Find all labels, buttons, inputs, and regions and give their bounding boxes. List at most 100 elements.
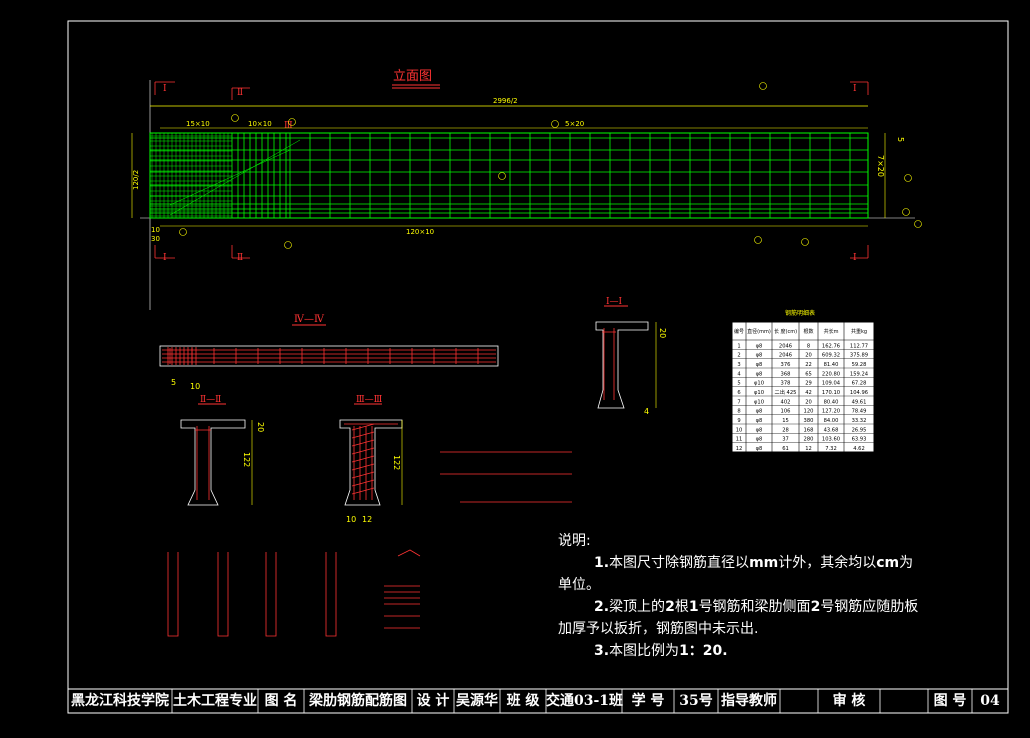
dim-120x10: 120×10 (406, 228, 434, 236)
secIV-dim-10: 10 (190, 382, 200, 391)
dim-right-7x20: 7×20 (876, 155, 885, 177)
rebar-table-cell: 20 (805, 353, 812, 359)
note-1-cont: 单位。 (558, 577, 600, 593)
rebar-table-cell: φ8 (756, 362, 763, 368)
rebar-table-cell: 61 (782, 446, 789, 452)
rebar-table-cell: φ8 (756, 343, 763, 349)
rebar-table-cell: 6 (737, 390, 740, 396)
rebar-table-cell: 5 (737, 381, 740, 387)
rebar-table-cell: 10 (736, 427, 743, 433)
rebar-table-header: 直径(mm) (747, 328, 771, 335)
dim-right-5: 5 (896, 137, 905, 142)
section-mark-I-top-left: I (163, 84, 167, 94)
secI-dim-20: 20 (658, 328, 667, 338)
rebar-table-cell: 103.60 (822, 437, 840, 443)
note-1: 1.本图尺寸除钢筋直径以mm计外，其余均以cm为 (594, 555, 914, 571)
rebar-table-cell: φ8 (756, 427, 763, 433)
dim-left-30: 30 (151, 235, 160, 243)
rebar-table-cell: 15 (782, 418, 789, 424)
section-III-title: Ⅲ—Ⅲ (356, 395, 383, 405)
rebar-table-cell: 20 (805, 399, 812, 405)
secIV-dim-5: 5 (171, 378, 176, 387)
rebar-table-cell: 78.49 (852, 409, 867, 415)
rebar-table-cell: 280 (804, 437, 814, 443)
section-II-outline (180, 419, 246, 506)
note-2: 2.梁顶上的2根1号钢筋和梁肋侧面2号钢筋应随肋板 (594, 599, 919, 615)
rebar-table-cell: 59.28 (852, 362, 867, 368)
rebar-table-cell: 220.80 (822, 371, 840, 377)
rebar-table-cell: 4.62 (853, 446, 865, 452)
rebar-table-cell: 9 (737, 418, 740, 424)
title-advisor (780, 689, 818, 713)
rebar-table-cell: 81.40 (824, 362, 839, 368)
rebar-table-cell: 37 (782, 437, 789, 443)
rebar-table-cell: 168 (804, 427, 814, 433)
rebar-table-header: 共重kg (851, 328, 867, 335)
rebar-table-cell: 376 (781, 362, 791, 368)
rebar-table-header: 编号 (734, 328, 744, 335)
rebar-table (731, 321, 875, 453)
title-major: 土木工程专业 (173, 693, 257, 709)
dim-left-10: 10 (151, 226, 160, 234)
rebar-table-cell: 3 (737, 362, 740, 368)
title-student-no-label: 学 号 (631, 693, 665, 709)
rebar-table-header: 共长m (824, 328, 839, 335)
rebar-table-cell: φ8 (756, 418, 763, 424)
rebar-table-cell: 159.24 (850, 371, 869, 377)
rebar-table-cell: 63.93 (852, 437, 867, 443)
rebar-table-cell: 106 (781, 409, 791, 415)
section-mark-II-top: Ⅱ (237, 88, 243, 98)
rebar-table-cell: 43.68 (824, 427, 839, 433)
rebar-table-cell: 7.32 (825, 446, 837, 452)
rebar-table-cell: 162.76 (822, 343, 840, 349)
rebar-table-cell: φ8 (756, 446, 763, 452)
rebar-table-cell: 380 (804, 418, 814, 424)
secII-dim-122: 122 (242, 452, 251, 467)
rebar-table-cell: 127.20 (822, 409, 840, 415)
rebar-table-cell: 8 (737, 409, 740, 415)
dim-total-length: 2996/2 (493, 97, 518, 105)
dim-height: 120/2 (132, 170, 140, 190)
section-I-outline (595, 321, 649, 409)
title-drawing-name-label: 图 名 (264, 693, 298, 709)
title-reviewer (880, 689, 928, 713)
rebar-table-cell: φ10 (754, 399, 764, 405)
rebar-table-cell: 170.10 (822, 390, 840, 396)
dim-15x10: 15×10 (186, 120, 210, 128)
rebar-table-cell: 84.00 (824, 418, 839, 424)
rebar-table-cell: 2 (737, 353, 740, 359)
rebar-table-cell: 120 (804, 409, 814, 415)
rebar-table-cell: 112.77 (850, 343, 868, 349)
rebar-table-cell: 28 (782, 427, 789, 433)
title-design-label: 设 计 (416, 693, 450, 709)
rebar-table-cell: 33.32 (852, 418, 867, 424)
secIII-dim-10: 10 (346, 515, 356, 524)
section-mark-I-top-right: I (853, 84, 857, 94)
rebar-table-cell: 402 (781, 399, 791, 405)
rebar-table-cell: 65 (805, 371, 812, 377)
drawing-frame (67, 20, 1009, 714)
rebar-table-cell: 12 (736, 446, 743, 452)
notes-heading: 说明: (558, 533, 591, 549)
note-3: 3.本图比例为1：20. (594, 643, 728, 659)
rebar-table-cell: 12 (805, 446, 812, 452)
title-class: 交通03-1班 (546, 693, 624, 709)
secII-dim-20: 20 (256, 422, 265, 432)
rebar-table-cell: 368 (781, 371, 791, 377)
title-student-no: 35号 (679, 693, 713, 709)
rebar-table-cell: 42 (805, 390, 812, 396)
rebar-detail-lines (440, 451, 572, 503)
rebar-table-cell: 378 (781, 381, 791, 387)
rebar-table-cell: 11 (736, 437, 743, 443)
title-review-label: 审 核 (832, 693, 866, 709)
rebar-table-cell: φ8 (756, 353, 763, 359)
rebar-table-cell: 67.28 (852, 381, 867, 387)
rebar-table-cell: φ8 (756, 437, 763, 443)
rebar-table-cell: 2046 (779, 343, 792, 349)
title-designer: 吴源华 (456, 693, 498, 709)
rebar-table-cell: 4 (737, 371, 741, 377)
title-class-label: 班 级 (506, 693, 540, 709)
rebar-table-header: 根数 (803, 328, 813, 335)
rebar-table-cell: 8 (807, 343, 810, 349)
